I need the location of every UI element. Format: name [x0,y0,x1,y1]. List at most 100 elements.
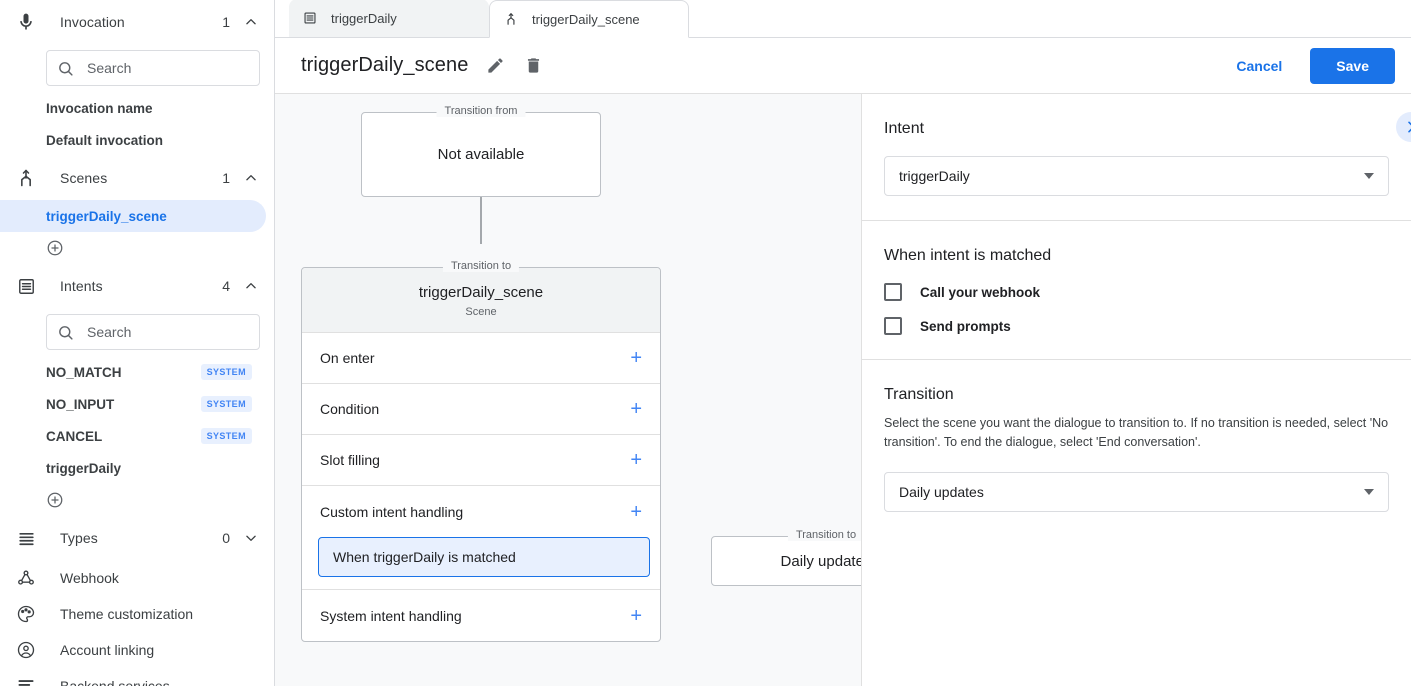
chevron-down-icon[interactable] [244,531,258,545]
intents-icon [303,10,319,26]
add-slot-filling-icon[interactable]: + [630,449,642,471]
tab-label: triggerDaily_scene [532,11,640,27]
add-intent-button[interactable] [0,484,274,516]
sidebar-item-invocation-name[interactable]: Invocation name [0,92,266,124]
intent-select[interactable]: triggerDaily [884,156,1389,196]
tab-label: triggerDaily [331,10,397,26]
transition-target-legend: Transition to [787,529,861,541]
add-system-intent-icon[interactable]: + [630,604,642,627]
sidebar-item-label: Account linking [60,642,155,658]
close-icon[interactable] [453,12,477,25]
scene-canvas[interactable]: Transition from Not available Transition… [275,94,862,686]
call-webhook-label: Call your webhook [920,284,1041,300]
panel-section-transition: Transition Select the scene you want the… [862,360,1411,536]
transition-heading: Transition [884,386,954,403]
plus-circle-icon [46,239,64,257]
add-condition-icon[interactable]: + [630,398,642,420]
scene-row-label: On enter [320,350,375,366]
transition-select-value: Daily updates [899,483,984,500]
chevron-up-icon[interactable] [244,15,258,29]
sidebar-item-triggerdaily-scene[interactable]: triggerDaily_scene [0,200,266,232]
webhook-icon [14,566,38,590]
status-badge: SYSTEM [200,364,252,380]
sidebar-item-label: Webhook [60,570,119,586]
call-webhook-checkbox[interactable] [884,283,902,301]
plus-circle-icon [46,491,64,509]
invocation-search-input[interactable] [85,59,249,77]
send-prompts-label: Send prompts [920,318,1011,334]
sidebar-item-label: Theme customization [60,606,194,622]
transition-target-node[interactable]: Transition to Daily updates [711,529,861,586]
chevron-up-icon[interactable] [244,171,258,185]
tab-triggerdaily[interactable]: triggerDaily [289,0,489,37]
sidebar-group-types[interactable]: Types 0 [0,516,274,560]
cancel-button[interactable]: Cancel [1222,49,1296,83]
save-button[interactable]: Save [1310,47,1395,84]
intents-search-input[interactable] [85,323,249,341]
checkbox-row-send-prompts[interactable]: Send prompts [884,317,1389,335]
sidebar-item-label: triggerDaily_scene [46,208,167,224]
sidebar-group-label: Invocation [60,14,125,30]
add-scene-button[interactable] [0,232,274,264]
transition-description: Select the scene you want the dialogue t… [884,416,1389,449]
sidebar-item-default-invocation[interactable]: Default invocation [0,124,266,156]
sidebar-item-label: NO_MATCH [46,364,122,380]
scene-row-label: Custom intent handling [320,503,464,520]
checkbox-row-call-your-webhook[interactable]: Call your webhook [884,283,1389,301]
invocation-search-box[interactable] [46,50,260,86]
intent-handler-chip[interactable]: When triggerDaily is matched [318,537,650,577]
scene-row-condition[interactable]: Condition + [302,384,660,435]
content-area: triggerDaily triggerDaily_scene triggerD… [275,0,1411,686]
pencil-icon[interactable] [486,56,506,76]
sidebar-item-triggerdaily[interactable]: triggerDaily [0,452,266,484]
trash-icon[interactable] [524,56,544,76]
tab-triggerdaily-scene[interactable]: triggerDaily_scene [489,0,689,38]
add-custom-intent-icon[interactable]: + [630,500,642,523]
sidebar: Invocation 1 Invocation name Default inv… [0,0,275,686]
scenes-icon [14,166,38,190]
sidebar-group-count: 1 [222,170,230,186]
scene-row-on-enter[interactable]: On enter + [302,333,660,384]
sidebar-item-label: NO_INPUT [46,396,115,412]
scene-row-system-intent-handling[interactable]: System intent handling + [302,590,660,641]
transition-from-legend: Transition from [436,105,526,117]
transition-to-legend: Transition to [442,260,520,272]
chevron-up-icon[interactable] [244,279,258,293]
panel-section-when-matched: When intent is matched Call your webhook… [862,221,1411,360]
sidebar-item-no-input[interactable]: NO_INPUT SYSTEM [0,388,266,420]
sidebar-item-label: CANCEL [46,428,103,444]
intent-heading: Intent [884,120,925,137]
transition-target-value: Daily updates [780,552,861,570]
sidebar-group-intents[interactable]: Intents 4 [0,264,274,308]
transition-select[interactable]: Daily updates [884,471,1389,512]
sidebar-item-backend-services[interactable]: Backend services [0,668,274,686]
transition-from-node[interactable]: Transition from Not available [361,105,601,197]
sidebar-item-cancel[interactable]: CANCEL SYSTEM [0,420,266,452]
scene-row-custom-intent-handling[interactable]: Custom intent handling + [302,486,660,537]
close-icon[interactable] [652,13,676,26]
sidebar-group-scenes[interactable]: Scenes 1 [0,156,274,200]
backend-icon [14,674,38,686]
sidebar-item-no-match[interactable]: NO_MATCH SYSTEM [0,356,266,388]
sidebar-group-count: 1 [222,14,230,30]
scene-row-slot-filling[interactable]: Slot filling + [302,435,660,486]
scenes-icon [504,11,520,27]
scene-row-label: Condition [320,401,380,417]
sidebar-group-label: Scenes [60,170,108,186]
sidebar-group-invocation[interactable]: Invocation 1 [0,0,274,44]
scene-card-header: triggerDaily_scene Scene [302,268,660,333]
account-icon [14,638,38,662]
sidebar-item-webhook[interactable]: Webhook [0,560,274,596]
intents-search-box[interactable] [46,314,260,350]
intent-select-value: triggerDaily [899,168,970,184]
add-on-enter-icon[interactable]: + [630,347,642,369]
status-badge: SYSTEM [200,396,252,412]
properties-panel: Intent triggerDaily When intent is match… [862,94,1411,686]
sidebar-item-label: triggerDaily [46,460,122,476]
send-prompts-checkbox[interactable] [884,317,902,335]
microphone-icon [14,10,38,34]
when-matched-heading: When intent is matched [884,247,1052,264]
sidebar-item-account-linking[interactable]: Account linking [0,632,274,668]
sidebar-item-theme-customization[interactable]: Theme customization [0,596,274,632]
